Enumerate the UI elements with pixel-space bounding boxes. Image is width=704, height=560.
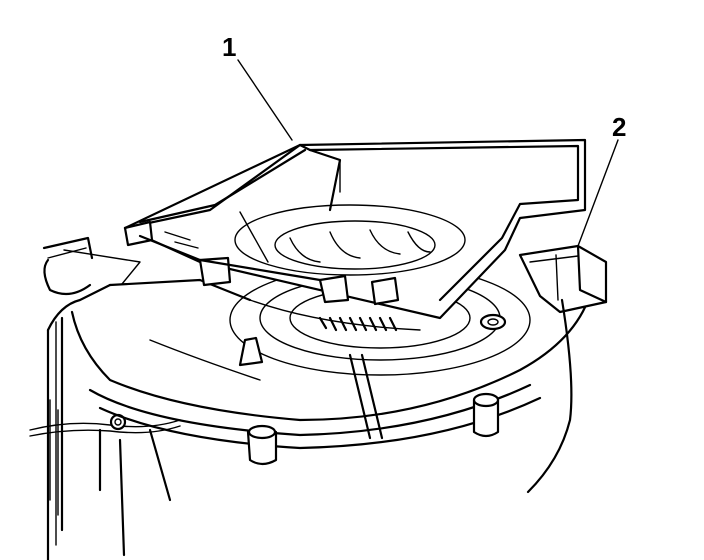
wiring-harness [29, 413, 181, 437]
upper-cover [123, 138, 587, 320]
leader-lines [237, 59, 619, 247]
leader-line-1 [237, 59, 293, 141]
leader-line-2 [577, 139, 619, 247]
callout-2: 2 [612, 112, 626, 142]
outlet-duct [518, 244, 608, 494]
callout-1: 1 [222, 32, 236, 62]
lower-housing-left [42, 236, 172, 560]
housing-legs [246, 353, 500, 466]
